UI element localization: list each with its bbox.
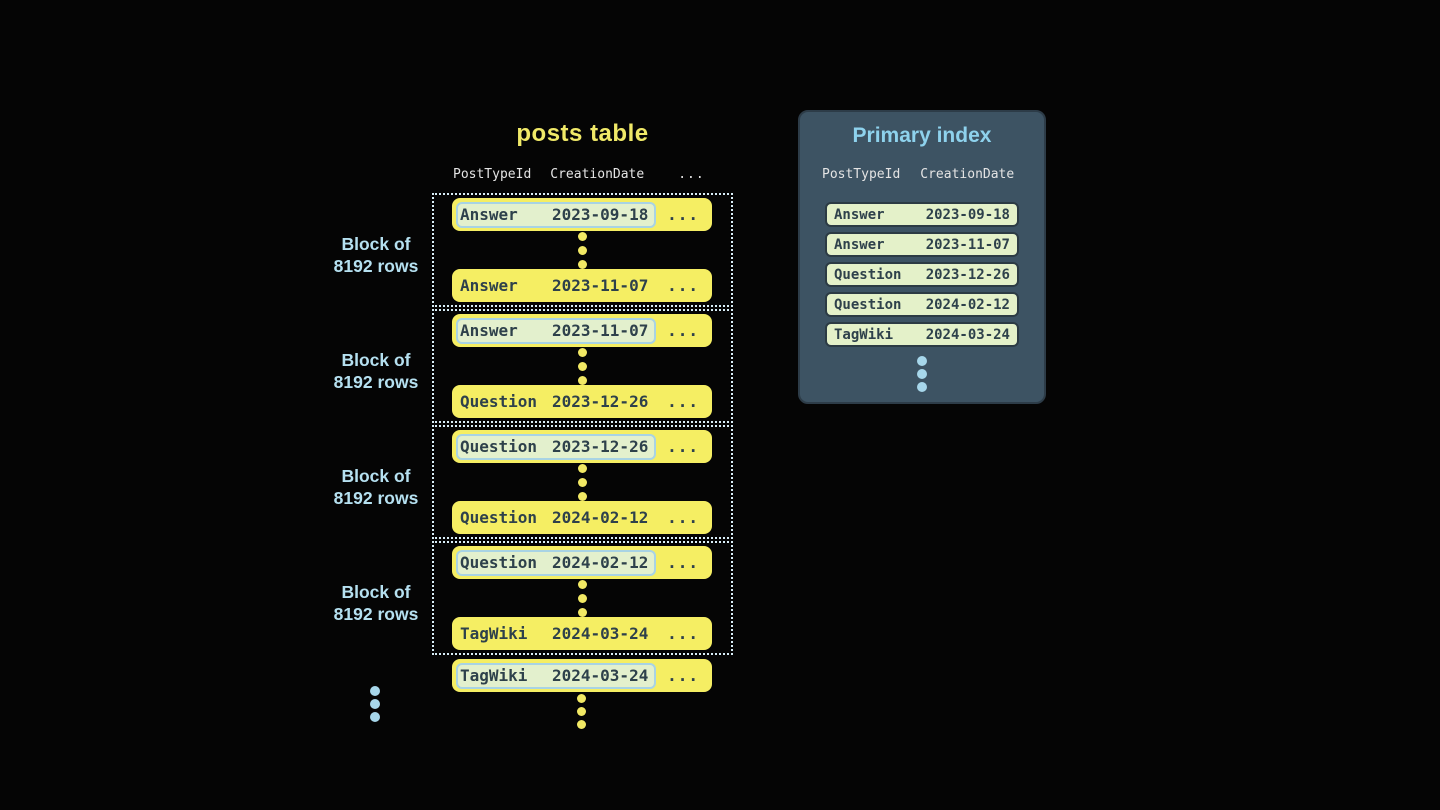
block-label-line1: Block of [341,582,411,602]
table-row-overflow: TagWiki 2024-03-24 ... [452,659,712,692]
block-label-line1: Block of [341,350,411,370]
cell-creationdate: 2024-03-24 [552,666,649,685]
more-index-entries-ellipsis-icon [917,356,927,392]
block-2: Answer 2023-11-07 ... Question 2023-12-2… [432,309,733,423]
cell-creationdate: 2024-03-24 [552,624,649,643]
posts-table-section: posts table PostTypeId CreationDate... An… [432,110,733,750]
table-row-block4-last: TagWiki 2024-03-24 ... [452,617,712,650]
column-header-posttypeid: PostTypeId [822,167,901,182]
hidden-rows-ellipsis-icon [578,347,587,385]
primary-index-title: Primary index [852,124,992,147]
row-cells: TagWiki 2024-03-24 [452,624,648,643]
hidden-rows-ellipsis-icon [578,463,587,501]
cell-posttypeid: Answer [834,236,885,253]
cell-creationdate: 2024-02-12 [552,553,649,572]
cell-ellipsis: ... [667,392,699,411]
cell-ellipsis: ... [667,553,699,572]
column-header-more: ... [678,167,705,182]
posts-table-column-headers: PostTypeId CreationDate... [453,167,705,182]
block-label-4: Block of 8192 rows [321,581,431,625]
table-row-block1-last: Answer 2023-11-07 ... [452,269,712,302]
column-header-creationdate: CreationDate [550,167,645,182]
more-rows-ellipsis-icon [577,694,586,729]
block-label-line2: 8192 rows [333,604,419,624]
column-header-posttypeid: PostTypeId [453,167,532,182]
cell-posttypeid: Question [834,296,902,313]
posts-table-title: posts table [516,120,649,147]
indexed-entry-highlight: Answer 2023-11-07 [456,317,657,344]
hidden-rows-ellipsis-icon [578,579,587,617]
hidden-rows-ellipsis-icon [578,231,587,269]
index-row-4: Question 2024-02-12 [825,292,1019,317]
cell-ellipsis: ... [667,624,699,643]
row-cells: Answer 2023-11-07 [452,276,648,295]
row-cells: Question 2024-02-12 [452,508,648,527]
cell-creationdate: 2023-11-07 [552,276,649,295]
cell-ellipsis: ... [667,508,699,527]
block-label-line1: Block of [341,466,411,486]
cell-posttypeid: TagWiki [460,666,528,685]
cell-creationdate: 2023-12-26 [925,266,1010,283]
cell-creationdate: 2023-09-18 [552,205,649,224]
cell-posttypeid: Answer [834,206,885,223]
cell-posttypeid: Question [834,266,902,283]
cell-ellipsis: ... [667,666,699,685]
cell-posttypeid: Question [460,437,538,456]
index-row-3: Question 2023-12-26 [825,262,1019,287]
table-row-block1-first: Answer 2023-09-18 ... [452,198,712,231]
cell-posttypeid: Question [460,392,538,411]
primary-index-panel: Primary index PostTypeId CreationDate Ans… [798,110,1046,404]
block-4: Question 2024-02-12 ... TagWiki 2024-03-… [432,541,733,655]
cell-ellipsis: ... [667,437,699,456]
cell-creationdate: 2023-12-26 [552,392,649,411]
more-blocks-ellipsis-icon [370,686,380,722]
indexed-entry-highlight: TagWiki 2024-03-24 [456,662,657,689]
block-3: Question 2023-12-26 ... Question 2024-02… [432,425,733,539]
cell-creationdate: 2023-09-18 [925,206,1010,223]
cell-posttypeid: TagWiki [834,326,894,343]
block-label-3: Block of 8192 rows [321,465,431,509]
cell-posttypeid: TagWiki [460,624,528,643]
blocks-container: Answer 2023-09-18 ... Answer 2023-11-07 … [432,193,733,655]
table-row-block4-first: Question 2024-02-12 ... [452,546,712,579]
cell-creationdate: 2024-02-12 [925,296,1010,313]
table-row-block2-first: Answer 2023-11-07 ... [452,314,712,347]
block-label-line2: 8192 rows [333,488,419,508]
cell-ellipsis: ... [667,276,699,295]
block-label-line2: 8192 rows [333,256,419,276]
cell-ellipsis: ... [667,321,699,340]
cell-creationdate: 2023-11-07 [925,236,1010,253]
primary-index-column-headers: PostTypeId CreationDate [822,167,1014,182]
cell-creationdate: 2024-02-12 [552,508,649,527]
cell-posttypeid: Question [460,508,538,527]
column-header-creationdate: CreationDate [920,167,1015,182]
index-row-5: TagWiki 2024-03-24 [825,322,1019,347]
cell-creationdate: 2023-11-07 [552,321,649,340]
block-label-1: Block of 8192 rows [321,233,431,277]
table-row-block3-last: Question 2024-02-12 ... [452,501,712,534]
block-1: Answer 2023-09-18 ... Answer 2023-11-07 … [432,193,733,307]
cell-creationdate: 2023-12-26 [552,437,649,456]
cell-posttypeid: Answer [460,321,518,340]
row-cells: Question 2023-12-26 [452,392,648,411]
cell-ellipsis: ... [667,205,699,224]
index-row-1: Answer 2023-09-18 [825,202,1019,227]
block-label-line1: Block of [341,234,411,254]
index-row-2: Answer 2023-11-07 [825,232,1019,257]
indexed-entry-highlight: Question 2024-02-12 [456,549,657,576]
cell-posttypeid: Question [460,553,538,572]
block-label-2: Block of 8192 rows [321,349,431,393]
cell-posttypeid: Answer [460,276,518,295]
primary-index-rows: Answer 2023-09-18 Answer 2023-11-07 Ques… [825,202,1019,347]
indexed-entry-highlight: Answer 2023-09-18 [456,201,657,228]
indexed-entry-highlight: Question 2023-12-26 [456,433,657,460]
cell-posttypeid: Answer [460,205,518,224]
table-row-block3-first: Question 2023-12-26 ... [452,430,712,463]
block-label-line2: 8192 rows [333,372,419,392]
table-row-block2-last: Question 2023-12-26 ... [452,385,712,418]
cell-creationdate: 2024-03-24 [925,326,1010,343]
